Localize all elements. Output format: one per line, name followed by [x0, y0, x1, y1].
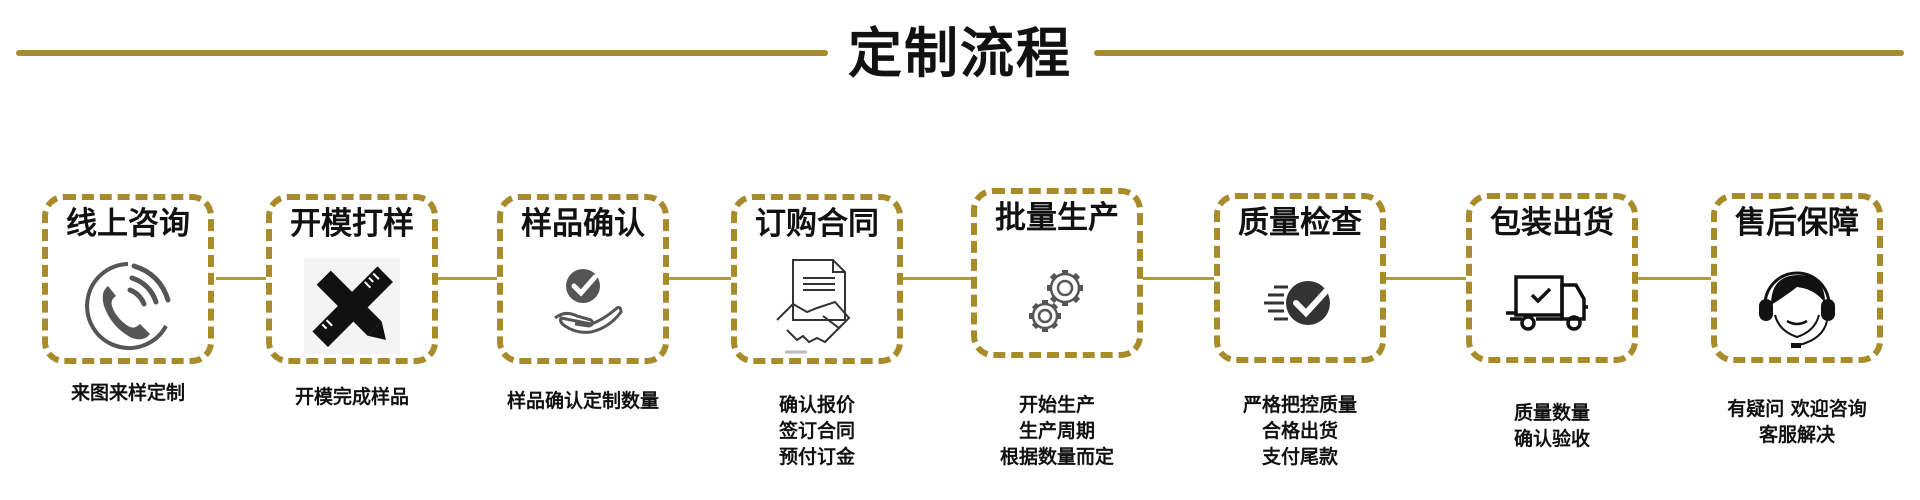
step-title: 质量检查 [1238, 205, 1362, 241]
step-title: 样品确认 [521, 206, 645, 242]
step-desc: 确认报价 签订合同 预付订金 [778, 394, 855, 468]
step-title: 线上咨询 [66, 206, 190, 242]
step-desc: 严格把控质量 合格出货 支付尾款 [1242, 394, 1357, 468]
connector-4-5 [902, 277, 973, 280]
connector-3-4 [669, 277, 733, 280]
step-online-consult: 线上咨询 [42, 194, 214, 364]
connector-1-2 [216, 277, 268, 280]
step-sample-confirm: 样品确认 [497, 194, 669, 364]
connector-2-3 [435, 277, 498, 280]
step-title: 售后保障 [1735, 205, 1859, 241]
step-desc: 有疑问 欢迎咨询 客服解决 [1727, 398, 1867, 446]
delivery-truck-icon [1497, 255, 1607, 355]
step-desc: 来图来样定制 [70, 382, 185, 404]
connector-7-8 [1637, 277, 1713, 280]
hand-check-icon [528, 256, 638, 356]
step-packing-shipping: 包装出货 [1466, 193, 1638, 363]
connector-5-6 [1142, 277, 1215, 280]
phone-icon [73, 256, 183, 356]
step-desc: 开始生产 生产周期 根据数量而定 [999, 394, 1114, 468]
step-desc: 样品确认定制数量 [506, 390, 659, 412]
page-title: 定制流程 [848, 22, 1072, 85]
gears-icon [1002, 250, 1112, 350]
step-title: 开模打样 [290, 206, 414, 242]
step-mold-sample: 开模打样 [266, 194, 438, 364]
step-after-sales: 售后保障 [1711, 193, 1883, 363]
step-desc: 开模完成样品 [294, 386, 409, 408]
step-title: 批量生产 [995, 200, 1119, 236]
step-desc: 质量数量 确认验收 [1513, 402, 1590, 450]
title-line-left [16, 50, 828, 56]
step-purchase-contract: 订购合同 [731, 194, 903, 364]
customer-service-icon [1742, 255, 1852, 355]
fast-check-icon [1245, 255, 1355, 355]
step-mass-production: 批量生产 [971, 188, 1143, 358]
step-title: 包装出货 [1490, 205, 1614, 241]
step-title: 订购合同 [755, 206, 879, 242]
step-quality-check: 质量检查 [1214, 193, 1386, 363]
title-line-right [1094, 50, 1904, 56]
handshake-contract-icon [762, 256, 872, 356]
ruler-pencil-icon [297, 256, 407, 356]
connector-6-7 [1385, 277, 1468, 280]
